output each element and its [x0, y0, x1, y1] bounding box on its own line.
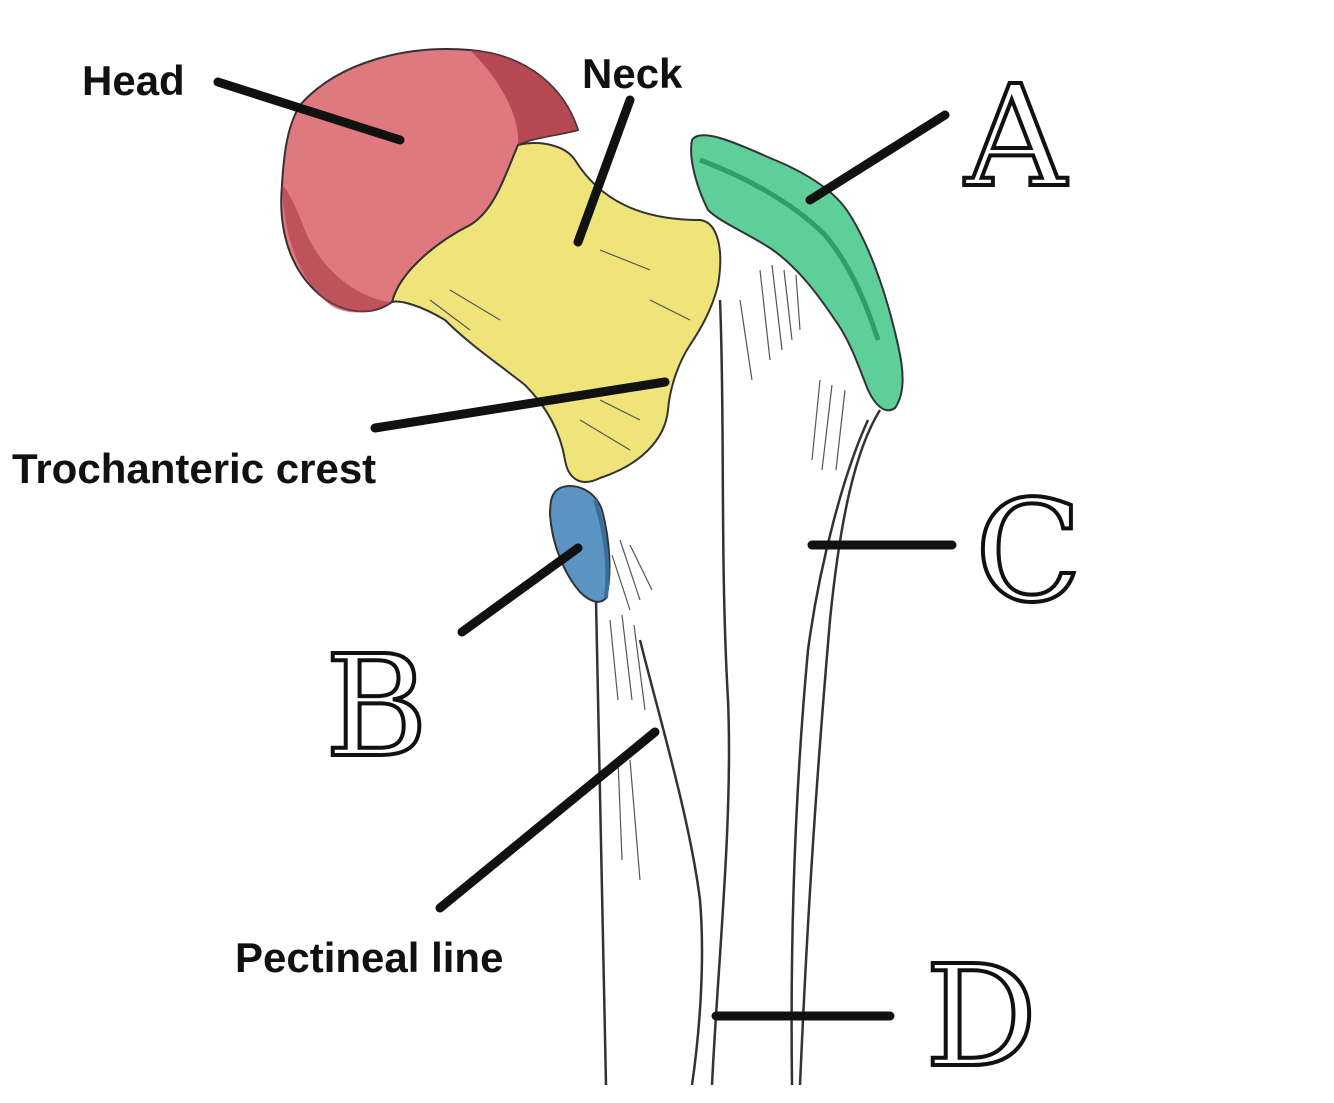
letter-d: D	[925, 936, 1037, 1099]
pectineal-line-leader-line	[435, 727, 660, 913]
femur-shaft	[594, 264, 882, 1086]
head-label: Head	[82, 57, 185, 104]
trochanteric-crest-leader-line	[370, 377, 670, 433]
neck-leader-line	[573, 95, 635, 247]
region-a-greater-trochanter	[690, 134, 904, 412]
a-leader-line	[805, 110, 950, 205]
b-leader-line	[457, 543, 583, 637]
letter-a: A	[964, 56, 1068, 219]
head-leader-line	[213, 77, 405, 145]
neck-label: Neck	[582, 50, 683, 97]
letter-b: B	[325, 626, 428, 789]
pectineal-line-label: Pectineal line	[235, 934, 503, 981]
letter-c: C	[975, 471, 1082, 634]
trochanteric-crest-label: Trochanteric crest	[12, 445, 376, 492]
